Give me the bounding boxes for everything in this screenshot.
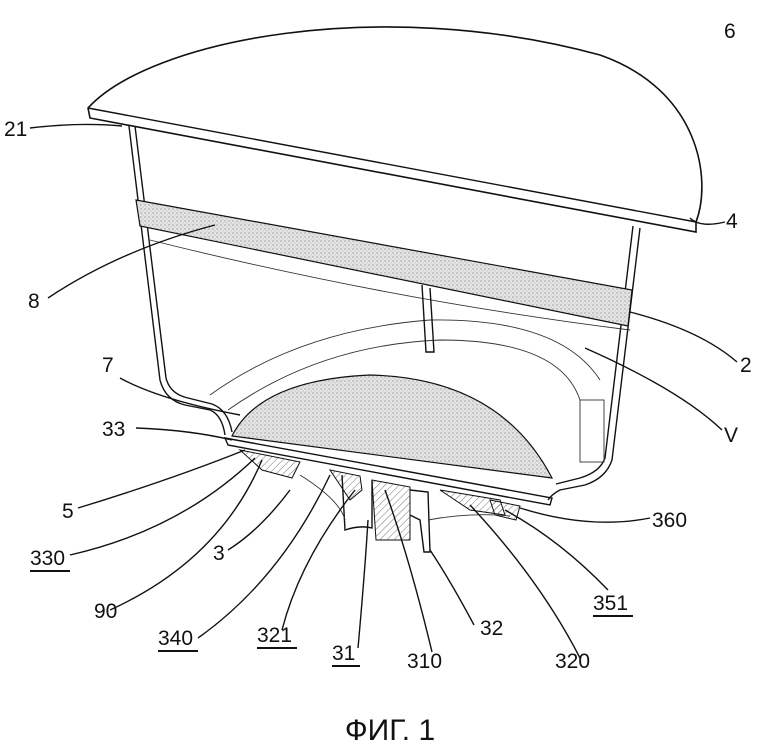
label-351: 351: [593, 592, 628, 615]
label-31: 31: [332, 642, 355, 665]
label-360: 360: [652, 509, 687, 532]
upper-filter: [136, 200, 632, 326]
label-340: 340: [158, 627, 193, 650]
label-320: 320: [555, 650, 590, 673]
lid: [88, 27, 702, 232]
label-321: 321: [257, 624, 292, 647]
label-4: 4: [726, 210, 738, 233]
figure-caption: ФИГ. 1: [345, 714, 435, 747]
label-6: 6: [724, 20, 736, 43]
label-90: 90: [94, 600, 117, 623]
label-310: 310: [407, 650, 442, 673]
label-5: 5: [62, 500, 74, 523]
label-33: 33: [102, 418, 125, 441]
label-3: 3: [213, 542, 225, 565]
label-21: 21: [4, 118, 27, 141]
label-330: 330: [30, 547, 65, 570]
label-32: 32: [480, 617, 503, 640]
label-7: 7: [102, 354, 114, 377]
label-2: 2: [740, 354, 752, 377]
label-8: 8: [28, 290, 40, 313]
label-V: V: [724, 424, 738, 447]
